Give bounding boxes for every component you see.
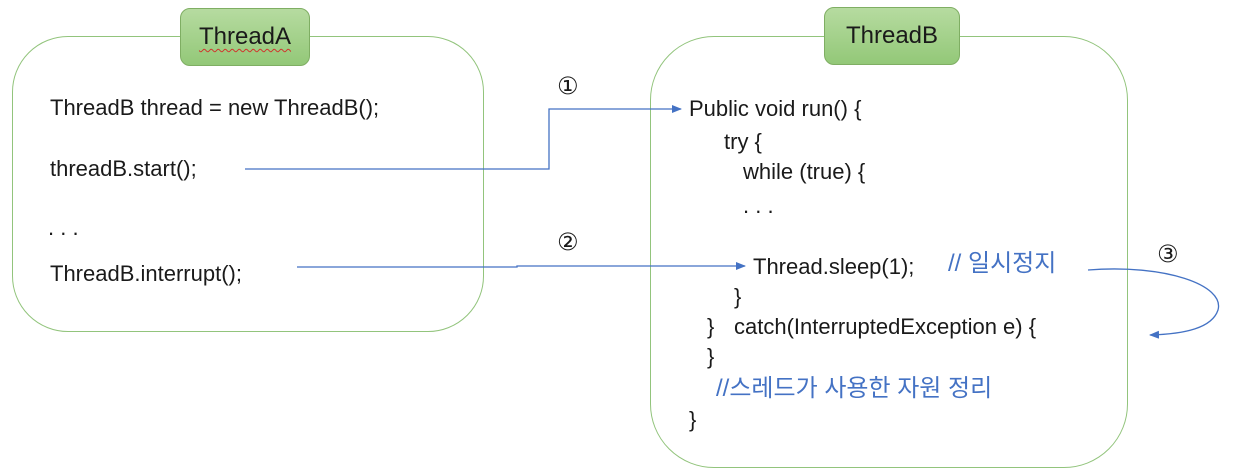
thread-a-line-start: threadB.start();: [50, 156, 197, 181]
thread-a-line-ellipsis: . . .: [48, 215, 79, 240]
thread-b-line-close-while: }: [734, 284, 742, 309]
thread-b-line-sleep: Thread.sleep(1);: [753, 254, 915, 279]
thread-b-line-while: while (true) {: [743, 159, 866, 184]
thread-b-box: [650, 36, 1128, 468]
thread-b-line-ellipsis: . . .: [743, 193, 774, 218]
thread-a-title: ThreadA: [180, 8, 310, 66]
step-3-marker: ③: [1157, 240, 1179, 268]
thread-b-sleep-comment: // 일시정지: [948, 250, 1057, 277]
step-2-marker: ②: [557, 228, 579, 256]
thread-b-cleanup-comment: //스레드가 사용한 자원 정리: [716, 375, 993, 402]
thread-a-line-create: ThreadB thread = new ThreadB();: [50, 95, 380, 120]
thread-b-line-run: Public void run() {: [689, 96, 862, 121]
thread-b-line-catch: catch(InterruptedException e) {: [734, 314, 1037, 339]
thread-b-title: ThreadB: [824, 7, 960, 65]
thread-b-line-close-try: }: [707, 314, 715, 339]
thread-a-box: [12, 36, 484, 332]
thread-b-line-close-run: }: [689, 407, 697, 432]
thread-b-line-try: try {: [724, 129, 762, 154]
thread-a-line-interrupt: ThreadB.interrupt();: [50, 261, 242, 286]
thread-b-line-close-catch: }: [707, 344, 715, 369]
step-1-marker: ①: [557, 72, 579, 100]
